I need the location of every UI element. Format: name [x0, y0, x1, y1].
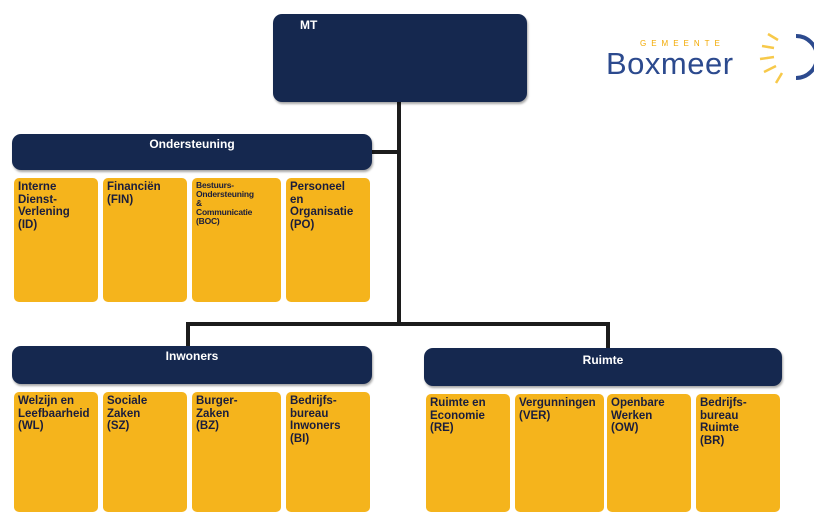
mt-box: MT	[273, 14, 527, 102]
unit-vergunningen: Vergunningen (VER)	[515, 394, 604, 512]
unit-welzijn-leefbaarheid: Welzijn en Leefbaarheid (WL)	[14, 392, 98, 512]
unit-interne-dienstverlening: Interne Dienst- Verlening (ID)	[14, 178, 98, 302]
connector-ondersteuning	[370, 150, 401, 154]
unit-bedrijfsbureau-inwoners: Bedrijfs- bureau Inwoners (BI)	[286, 392, 370, 512]
unit-financien: Financiën (FIN)	[103, 178, 187, 302]
connector-mt-vertical	[397, 100, 401, 326]
connector-horizontal-bar	[186, 322, 610, 326]
unit-bedrijfsbureau-ruimte: Bedrijfs- bureau Ruimte (BR)	[696, 394, 780, 512]
inwoners-label: Inwoners	[165, 349, 219, 363]
unit-bestuursondersteuning: Bestuurs- Ondersteuning & Communicatie (…	[192, 178, 281, 302]
ruimte-header: Ruimte	[424, 348, 782, 386]
connector-inwoners	[186, 322, 190, 348]
unit-burgerzaken: Burger- Zaken (BZ)	[192, 392, 281, 512]
unit-personeel-organisatie: Personeel en Organisatie (PO)	[286, 178, 370, 302]
mt-label: MT	[300, 18, 318, 32]
unit-ruimte-economie: Ruimte en Economie (RE)	[426, 394, 510, 512]
unit-sociale-zaken: Sociale Zaken (SZ)	[103, 392, 187, 512]
ondersteuning-header: Ondersteuning	[12, 134, 372, 170]
inwoners-header: Inwoners	[12, 346, 372, 384]
connector-ruimte	[606, 322, 610, 350]
ruimte-label: Ruimte	[582, 353, 624, 367]
logo-gemeente-text: GEMEENTE	[640, 39, 725, 48]
unit-openbare-werken: Openbare Werken (OW)	[607, 394, 691, 512]
logo-sun-icon	[759, 29, 814, 84]
ondersteuning-label: Ondersteuning	[149, 137, 235, 151]
logo-name: Boxmeer	[606, 46, 734, 81]
